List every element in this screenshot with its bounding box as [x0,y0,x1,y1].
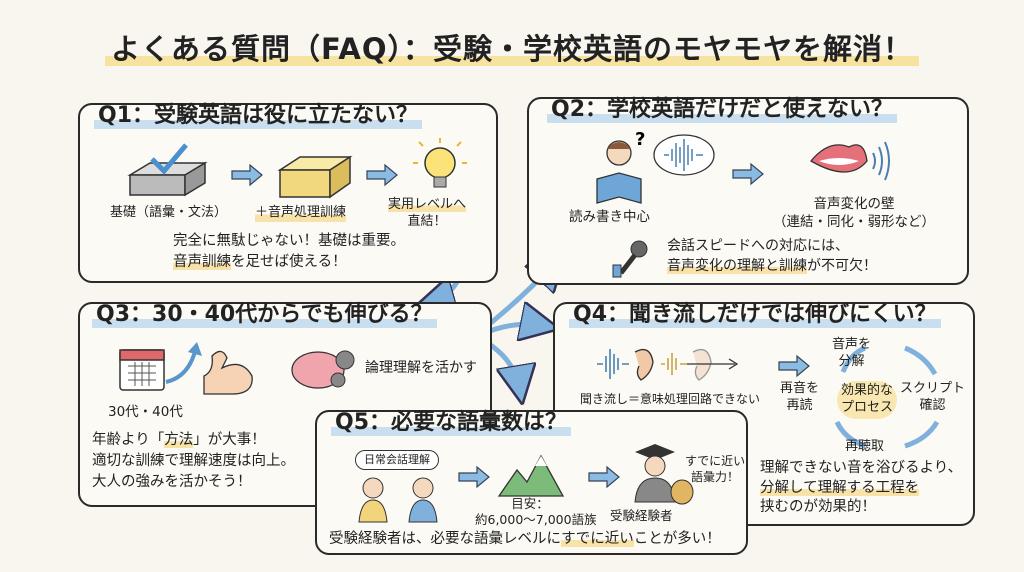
q5-title: Q5：必要な語彙数は？ [331,404,572,436]
q5-body: 受験経験者は、必要な語彙レベルにすでに近いことが多い！ [329,531,721,547]
calendar-icon [119,349,165,391]
microphone-icon [612,240,648,278]
step-practical: 実用レベルへ直結！ [388,197,467,229]
passive-listening-icon [597,348,739,381]
process-cycle-arrows [834,345,940,449]
q4-title: Q4：聞き流しだけでは伸びにくい？ [569,296,941,328]
q2-body: 会話スピードへの対応には、音声変化の理解と訓練が不可欠！ [667,238,877,275]
cycle-step-script: スクリプト 確認 [900,381,966,413]
page-title: よくある質問（FAQ）：受験・学校英語のモヤモヤを解消！ [0,26,1024,68]
sound-change-label: 音声変化の壁（連結・同化・弱形など） [773,196,935,230]
q2-card: Q2：学校英語だけだと使えない？ ? 読み書き中心 音声変化の壁（連結・同化・弱… [527,91,969,285]
reading-student-icon: ? [596,129,715,204]
flexed-arm-icon [203,350,253,395]
cycle-step-relisten: 再聴取 [845,439,885,454]
q1-body: 完全に無駄じゃない！基礎は重要。音声訓練を足せば使える！ [173,233,405,271]
conversation-bubble: 日常会話理解 [355,450,439,471]
q2-title: Q2：学校英語だけだと使えない？ [547,91,898,123]
mountain-icon [497,454,565,497]
passive-listening-caption: 聞き流し＝意味処理回路できない [580,392,761,406]
q1-title: Q1：受験英語は役に立たない？ [94,97,423,129]
growth-arrow-icon [165,342,202,384]
q5-card: Q5：必要な語彙数は？ 日常会話理解 目安：約6,000〜7,000語族 すでに… [315,404,748,555]
graduate-moneybag-icon [634,444,694,505]
q4-body: 理解できない音を浴びるより、分解して理解する工程を挟むのが効果的！ [760,460,963,516]
logical-understanding-label: 論理理解を活かす [365,360,477,376]
age-label: 30代・40代 [108,404,183,420]
arrow-icon [458,465,490,489]
foundation-block-icon [127,143,208,197]
q3-title: Q3：30・40代からでも伸びる？ [92,296,437,328]
cycle-center: 効果的な プロセス [837,381,898,419]
speaking-mouth-icon [810,141,890,181]
arrow-icon [732,162,764,186]
reading-writing-label: 読み書き中心 [569,209,650,225]
svg-text:?: ? [635,129,645,150]
q3-body: 年齢より「方法」が大事！適切な訓練で理解速度は向上。大人の強みを活かそう！ [92,432,295,491]
arrow-icon [366,163,398,187]
near-vocab-label: すでに近い 語彙力！ [685,454,746,484]
step-audio-training: ＋音声処理訓練 [255,205,347,222]
exam-taker-label: 受験経験者 [610,508,673,523]
q1-card: Q1：受験英語は役に立たない？ 基礎（語彙・文法） ＋音声処理訓練 実用レベルへ… [78,97,498,283]
lightbulb-icon [413,138,467,188]
arrow-icon [778,354,810,378]
training-block-icon [277,155,353,199]
arrow-icon [588,465,620,489]
cycle-step-reread: 再音を 再読 [780,381,820,413]
brain-gears-icon [291,350,355,389]
step-foundation: 基礎（語彙・文法） [110,205,228,220]
arrow-icon [231,163,263,187]
cycle-step-decompose: 音声を 分解 [832,337,872,369]
conversation-people-icon [358,477,438,523]
vocab-target: 目安：約6,000〜7,000語族 [475,496,597,528]
